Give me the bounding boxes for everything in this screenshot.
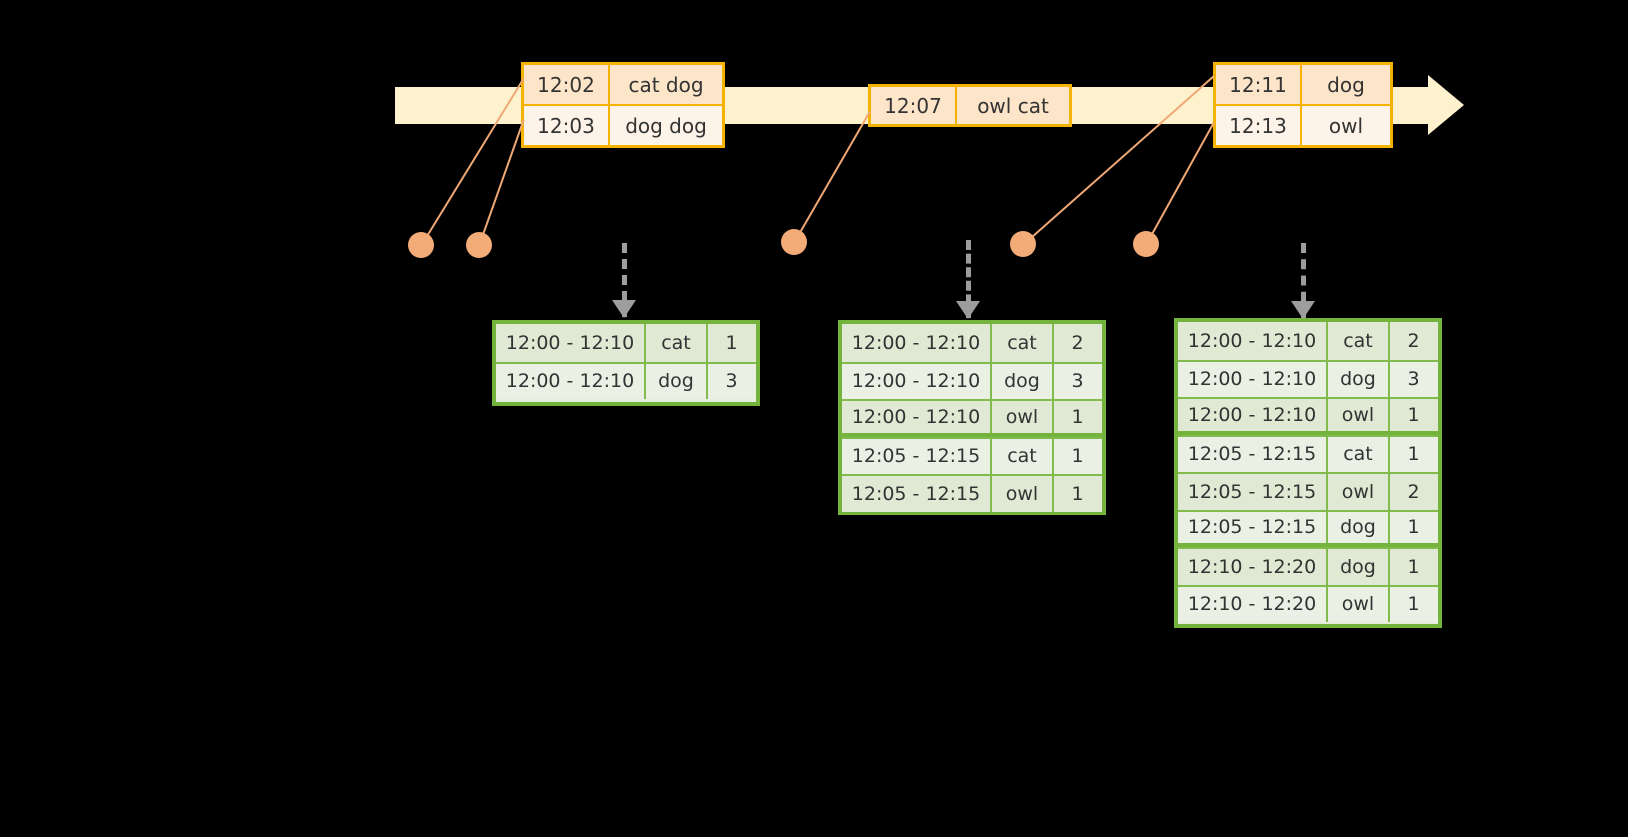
event-time: 12:03 xyxy=(524,106,610,145)
connector-dot-2 xyxy=(466,232,492,258)
event-words: cat dog xyxy=(628,72,704,97)
cell-count: 2 xyxy=(1407,480,1420,503)
timeline-event-row[interactable]: 12:11 dog xyxy=(1216,65,1390,104)
cell-window: 12:00 - 12:10 xyxy=(1178,322,1328,360)
event-words: dog dog xyxy=(625,113,707,138)
cell-key: dog xyxy=(1328,511,1390,543)
event-time: 12:11 xyxy=(1216,65,1302,104)
cell-key: owl xyxy=(1328,474,1390,510)
cell-count: 3 xyxy=(1071,370,1084,393)
cell-count: 1 xyxy=(1071,482,1084,505)
timeline-event-row[interactable]: 12:13 owl xyxy=(1216,104,1390,145)
event-words: owl xyxy=(1328,113,1364,138)
cell-key: cat xyxy=(1328,436,1390,472)
cell-window: 12:05 - 12:15 xyxy=(1178,436,1328,472)
timeline-event-group-1[interactable]: 12:02 cat dog 12:03 dog dog xyxy=(521,62,725,148)
arrow-head-icon xyxy=(956,301,980,319)
connector-dot-4 xyxy=(1010,231,1036,257)
flow-arrow-1 xyxy=(611,243,637,318)
timeline-event-group-2[interactable]: 12:07 owl cat xyxy=(868,84,1072,127)
cell-window: 12:00 - 12:10 xyxy=(496,363,646,399)
cell-key: dog xyxy=(646,363,708,399)
cell-window: 12:10 - 12:20 xyxy=(1178,586,1328,622)
arrow-head-icon xyxy=(612,300,636,318)
timeline-event-row[interactable]: 12:02 cat dog xyxy=(524,65,722,104)
event-words: dog xyxy=(1327,72,1365,97)
cell-key: dog xyxy=(992,363,1054,399)
cell-window: 12:00 - 12:10 xyxy=(1178,399,1328,431)
cell-key: cat xyxy=(1328,322,1390,360)
cell-window: 12:00 - 12:10 xyxy=(842,363,992,399)
event-time: 12:07 xyxy=(871,87,957,124)
cell-count: 1 xyxy=(1407,555,1420,578)
cell-window: 12:00 - 12:10 xyxy=(842,324,992,362)
cell-key: cat xyxy=(992,438,1054,474)
cell-count: 1 xyxy=(1071,445,1084,468)
event-time: 12:02 xyxy=(524,65,610,104)
arrow-shaft xyxy=(966,240,976,318)
arrow-head-icon xyxy=(1291,301,1315,319)
cell-key: owl xyxy=(992,476,1054,512)
cell-key: cat xyxy=(646,324,708,362)
cell-count: 1 xyxy=(725,331,738,354)
cell-window: 12:10 - 12:20 xyxy=(1178,549,1328,585)
flow-arrow-3 xyxy=(1290,243,1316,319)
cell-window: 12:05 - 12:15 xyxy=(1178,511,1328,543)
flow-arrow-2 xyxy=(955,240,981,319)
arrow-shaft xyxy=(622,243,632,317)
cell-count: 1 xyxy=(1407,443,1420,466)
event-words: owl cat xyxy=(977,93,1049,118)
timeline-event-row[interactable]: 12:07 owl cat xyxy=(871,87,1069,124)
cell-key: cat xyxy=(992,324,1054,362)
cell-key: owl xyxy=(1328,586,1390,622)
arrow-shaft xyxy=(1301,243,1311,318)
cell-count: 3 xyxy=(725,370,738,393)
cell-count: 1 xyxy=(1407,516,1420,539)
cell-count: 3 xyxy=(1407,368,1420,391)
cell-count: 2 xyxy=(1407,329,1420,352)
cell-window: 12:00 - 12:10 xyxy=(496,324,646,362)
cell-window: 12:00 - 12:10 xyxy=(842,401,992,433)
timeline-event-row[interactable]: 12:03 dog dog xyxy=(524,104,722,145)
cell-count: 2 xyxy=(1071,331,1084,354)
cell-window: 12:05 - 12:15 xyxy=(1178,474,1328,510)
connector-dot-1 xyxy=(408,232,434,258)
cell-window: 12:05 - 12:15 xyxy=(842,438,992,474)
timeline-arrowhead xyxy=(1428,75,1464,135)
cell-key: dog xyxy=(1328,549,1390,585)
cell-count: 1 xyxy=(1071,405,1084,428)
event-time: 12:13 xyxy=(1216,106,1302,145)
connector-dot-3 xyxy=(781,229,807,255)
cell-key: owl xyxy=(992,401,1054,433)
timeline-event-group-3[interactable]: 12:11 dog 12:13 owl xyxy=(1213,62,1393,148)
connector-line-5 xyxy=(1145,122,1215,246)
cell-count: 1 xyxy=(1407,593,1420,616)
cell-key: dog xyxy=(1328,361,1390,397)
cell-key: owl xyxy=(1328,399,1390,431)
connector-dot-5 xyxy=(1133,231,1159,257)
cell-window: 12:00 - 12:10 xyxy=(1178,361,1328,397)
cell-window: 12:05 - 12:15 xyxy=(842,476,992,512)
cell-count: 1 xyxy=(1407,403,1420,426)
connector-line-3 xyxy=(793,110,871,244)
